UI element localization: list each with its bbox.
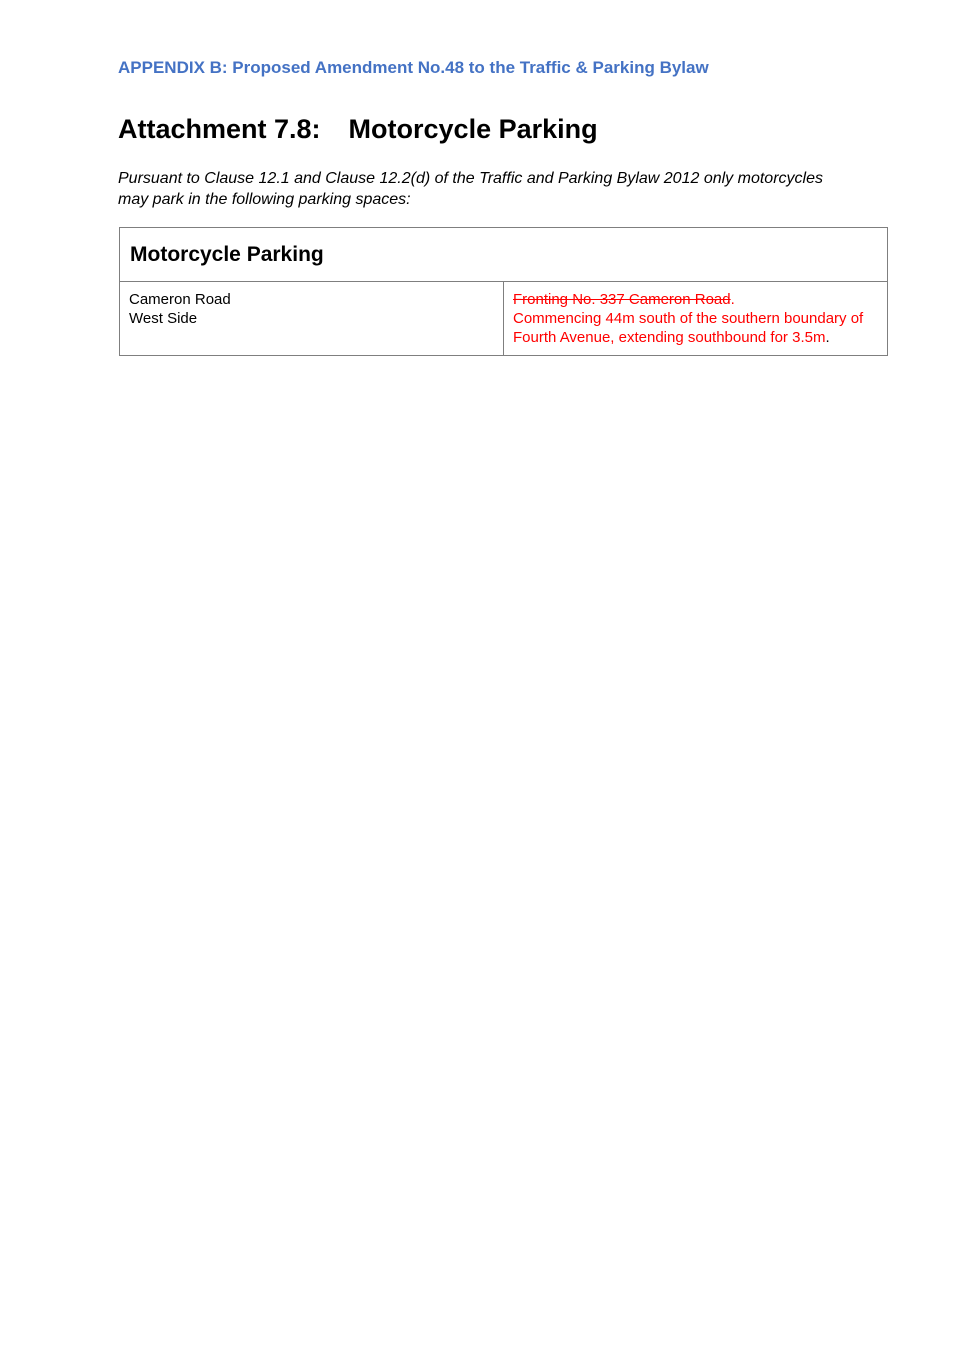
added-suffix: .	[825, 329, 830, 346]
intro-paragraph: Pursuant to Clause 12.1 and Clause 12.2(…	[118, 170, 823, 208]
added-line: Commencing 44m south of the southern bou…	[513, 309, 879, 347]
attachment-name: Motorcycle Parking	[348, 114, 598, 144]
road-side: West Side	[129, 310, 198, 327]
attachment-title: Attachment 7.8: Motorcycle Parking	[118, 114, 598, 145]
description-cell: Fronting No. 337 Cameron Road. Commencin…	[503, 281, 888, 356]
deleted-text: Fronting No. 337 Cameron Road	[513, 291, 731, 308]
table-row: Cameron Road West Side Fronting No. 337 …	[119, 281, 888, 356]
deleted-suffix: .	[730, 291, 735, 308]
attachment-number: Attachment 7.8:	[118, 114, 321, 144]
deleted-line: Fronting No. 337 Cameron Road.	[513, 290, 879, 309]
added-text: Commencing 44m south of the southern bou…	[513, 310, 864, 346]
appendix-title: APPENDIX B: Proposed Amendment No.48 to …	[118, 58, 709, 77]
table-heading: Motorcycle Parking	[119, 227, 888, 282]
location-cell: Cameron Road West Side	[119, 281, 504, 356]
table-heading-row: Motorcycle Parking	[119, 227, 888, 282]
motorcycle-parking-table: Motorcycle Parking Cameron Road West Sid…	[119, 227, 888, 356]
road-name: Cameron Road	[129, 291, 231, 308]
